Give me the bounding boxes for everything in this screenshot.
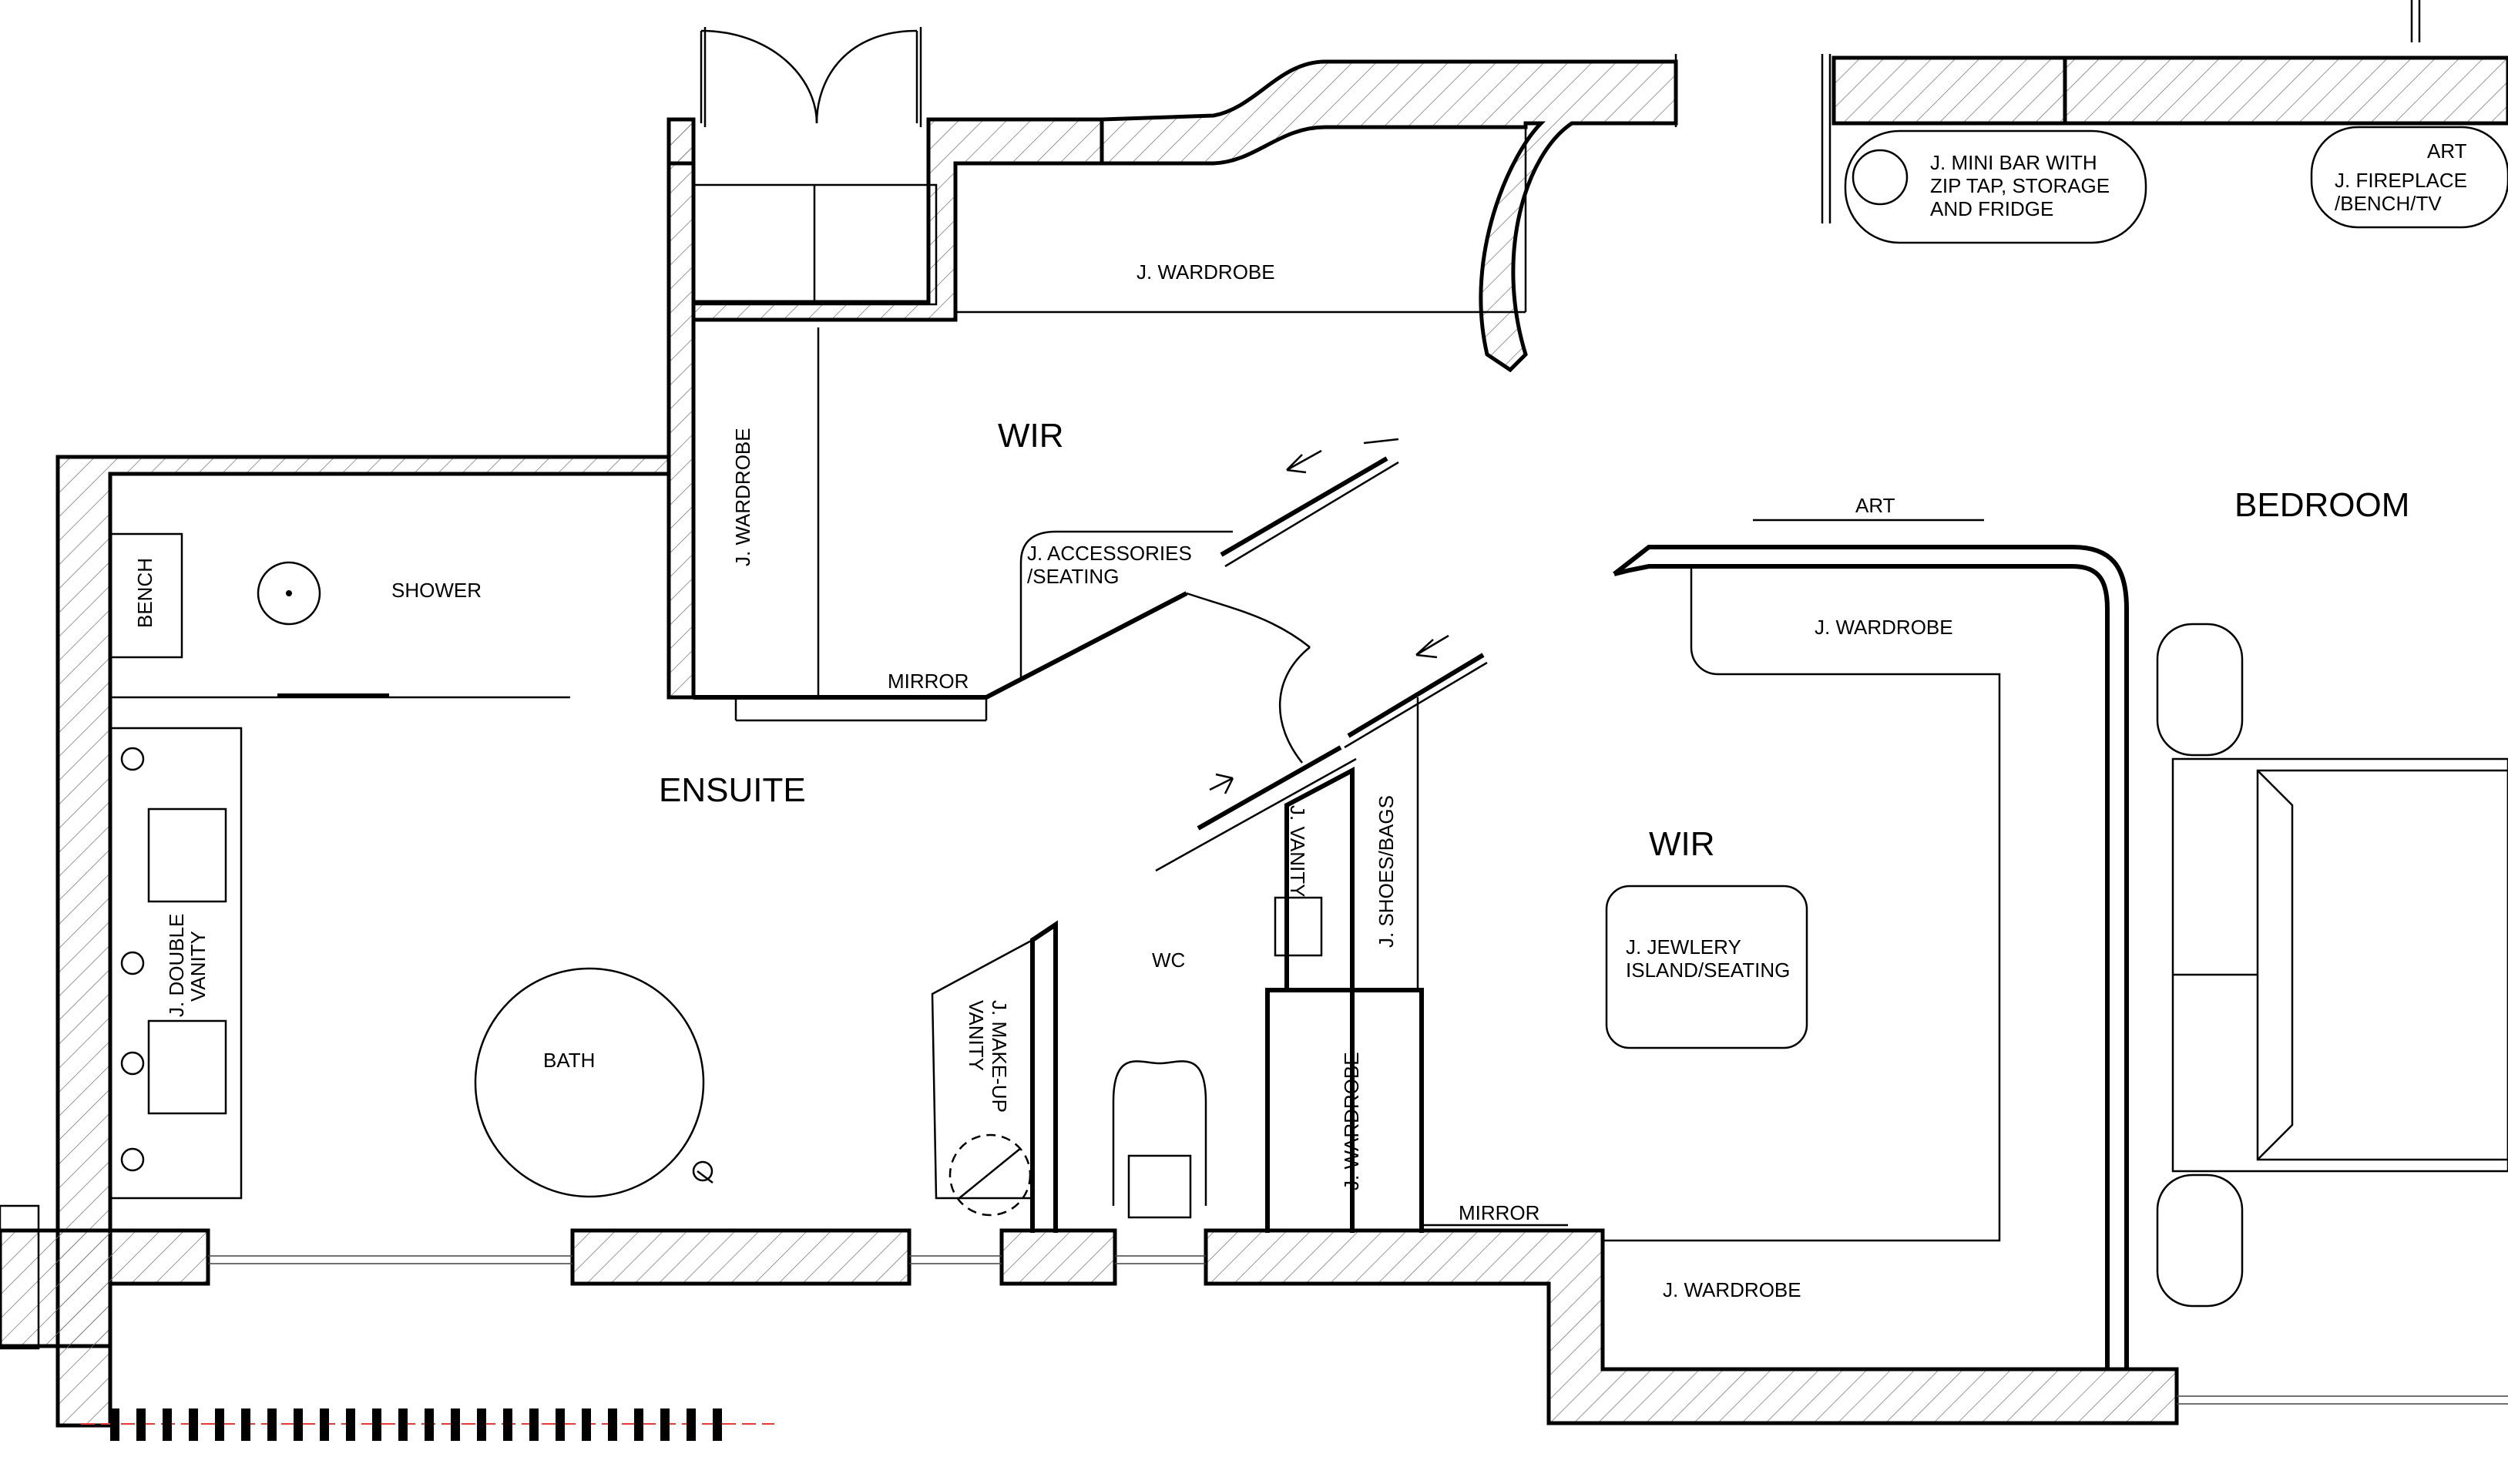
guide-marker — [215, 1408, 224, 1441]
label-wardrobe-top: J. WARDROBE — [1136, 260, 1275, 284]
guide-marker — [660, 1408, 670, 1441]
label-fireplace-line-2: /BENCH/TV — [2335, 192, 2442, 215]
wir-1 — [692, 27, 1527, 872]
room-label-wir-1: WIR — [998, 417, 1064, 455]
label-accessories-line-2: /SEATING — [1027, 565, 1119, 588]
bedroom — [1844, 126, 2508, 1308]
guide-marker — [582, 1408, 591, 1441]
guide-marker — [425, 1408, 434, 1441]
guide-marker — [241, 1408, 250, 1441]
label-minibar-line-2: ZIP TAP, STORAGE — [1930, 174, 2110, 197]
label-accessories-line-1: J. ACCESSORIES — [1027, 542, 1192, 565]
label-mirror-1: MIRROR — [888, 670, 969, 693]
label-makeup-vanity-line-1: J. MAKE-UP — [988, 1000, 1011, 1113]
guide-marker — [608, 1408, 617, 1441]
label-bath: BATH — [543, 1049, 595, 1072]
label-double-vanity-line-1: J. DOUBLE — [165, 914, 188, 1017]
label-jewlery-line-1: J. JEWLERY — [1626, 935, 1741, 959]
label-fireplace-line-1: J. FIREPLACE — [2335, 169, 2467, 192]
guide-marker — [346, 1408, 355, 1441]
walls — [0, 0, 2508, 1428]
guide-marker — [163, 1408, 172, 1441]
guide-marker — [451, 1408, 460, 1441]
room-label-wc: WC — [1152, 948, 1185, 972]
label-wardrobe-bottom: J. WARDROBE — [1663, 1278, 1801, 1301]
label-bench: BENCH — [133, 558, 156, 628]
guide-marker — [503, 1408, 512, 1441]
label-mirror-2: MIRROR — [1459, 1201, 1539, 1224]
guide-marker — [110, 1408, 119, 1441]
guide-marker — [634, 1408, 643, 1441]
guide-marker — [294, 1408, 303, 1441]
wir-2 — [1422, 519, 2129, 1369]
label-wardrobe-right-top: J. WARDROBE — [1815, 616, 1953, 639]
guide-marker — [398, 1408, 408, 1441]
guide-markers — [81, 1408, 774, 1441]
guide-marker — [320, 1408, 329, 1441]
room-label-bedroom: BEDROOM — [2234, 486, 2409, 524]
wc — [931, 697, 1424, 1233]
guide-marker — [477, 1408, 486, 1441]
label-minibar-line-1: J. MINI BAR WITH — [1930, 151, 2097, 174]
guide-marker — [136, 1408, 146, 1441]
label-shower: SHOWER — [391, 579, 482, 602]
guide-marker — [687, 1408, 696, 1441]
label-jewlery-line-2: ISLAND/SEATING — [1626, 959, 1790, 982]
guide-marker — [529, 1408, 539, 1441]
guide-marker — [189, 1408, 198, 1441]
ensuite — [0, 532, 713, 1350]
label-wardrobe-vertical-mid: J. WARDROBE — [1340, 1052, 1363, 1190]
label-art-1: ART — [1855, 494, 1895, 517]
label-shoes-bags: J. SHOES/BAGS — [1375, 795, 1398, 948]
guide-marker — [267, 1408, 277, 1441]
label-makeup-vanity-line-2: VANITY — [965, 1000, 988, 1071]
guide-marker — [372, 1408, 381, 1441]
label-double-vanity-line-2: VANITY — [186, 931, 210, 1002]
room-label-ensuite: ENSUITE — [659, 771, 806, 809]
label-wardrobe-vertical-left: J. WARDROBE — [731, 428, 754, 566]
label-vanity: J. VANITY — [1286, 805, 1309, 897]
room-label-wir-2: WIR — [1649, 825, 1715, 863]
label-art-2: ART — [2427, 139, 2467, 163]
label-minibar-line-3: AND FRIDGE — [1930, 197, 2053, 220]
guide-marker — [556, 1408, 565, 1441]
guide-marker — [713, 1408, 722, 1441]
